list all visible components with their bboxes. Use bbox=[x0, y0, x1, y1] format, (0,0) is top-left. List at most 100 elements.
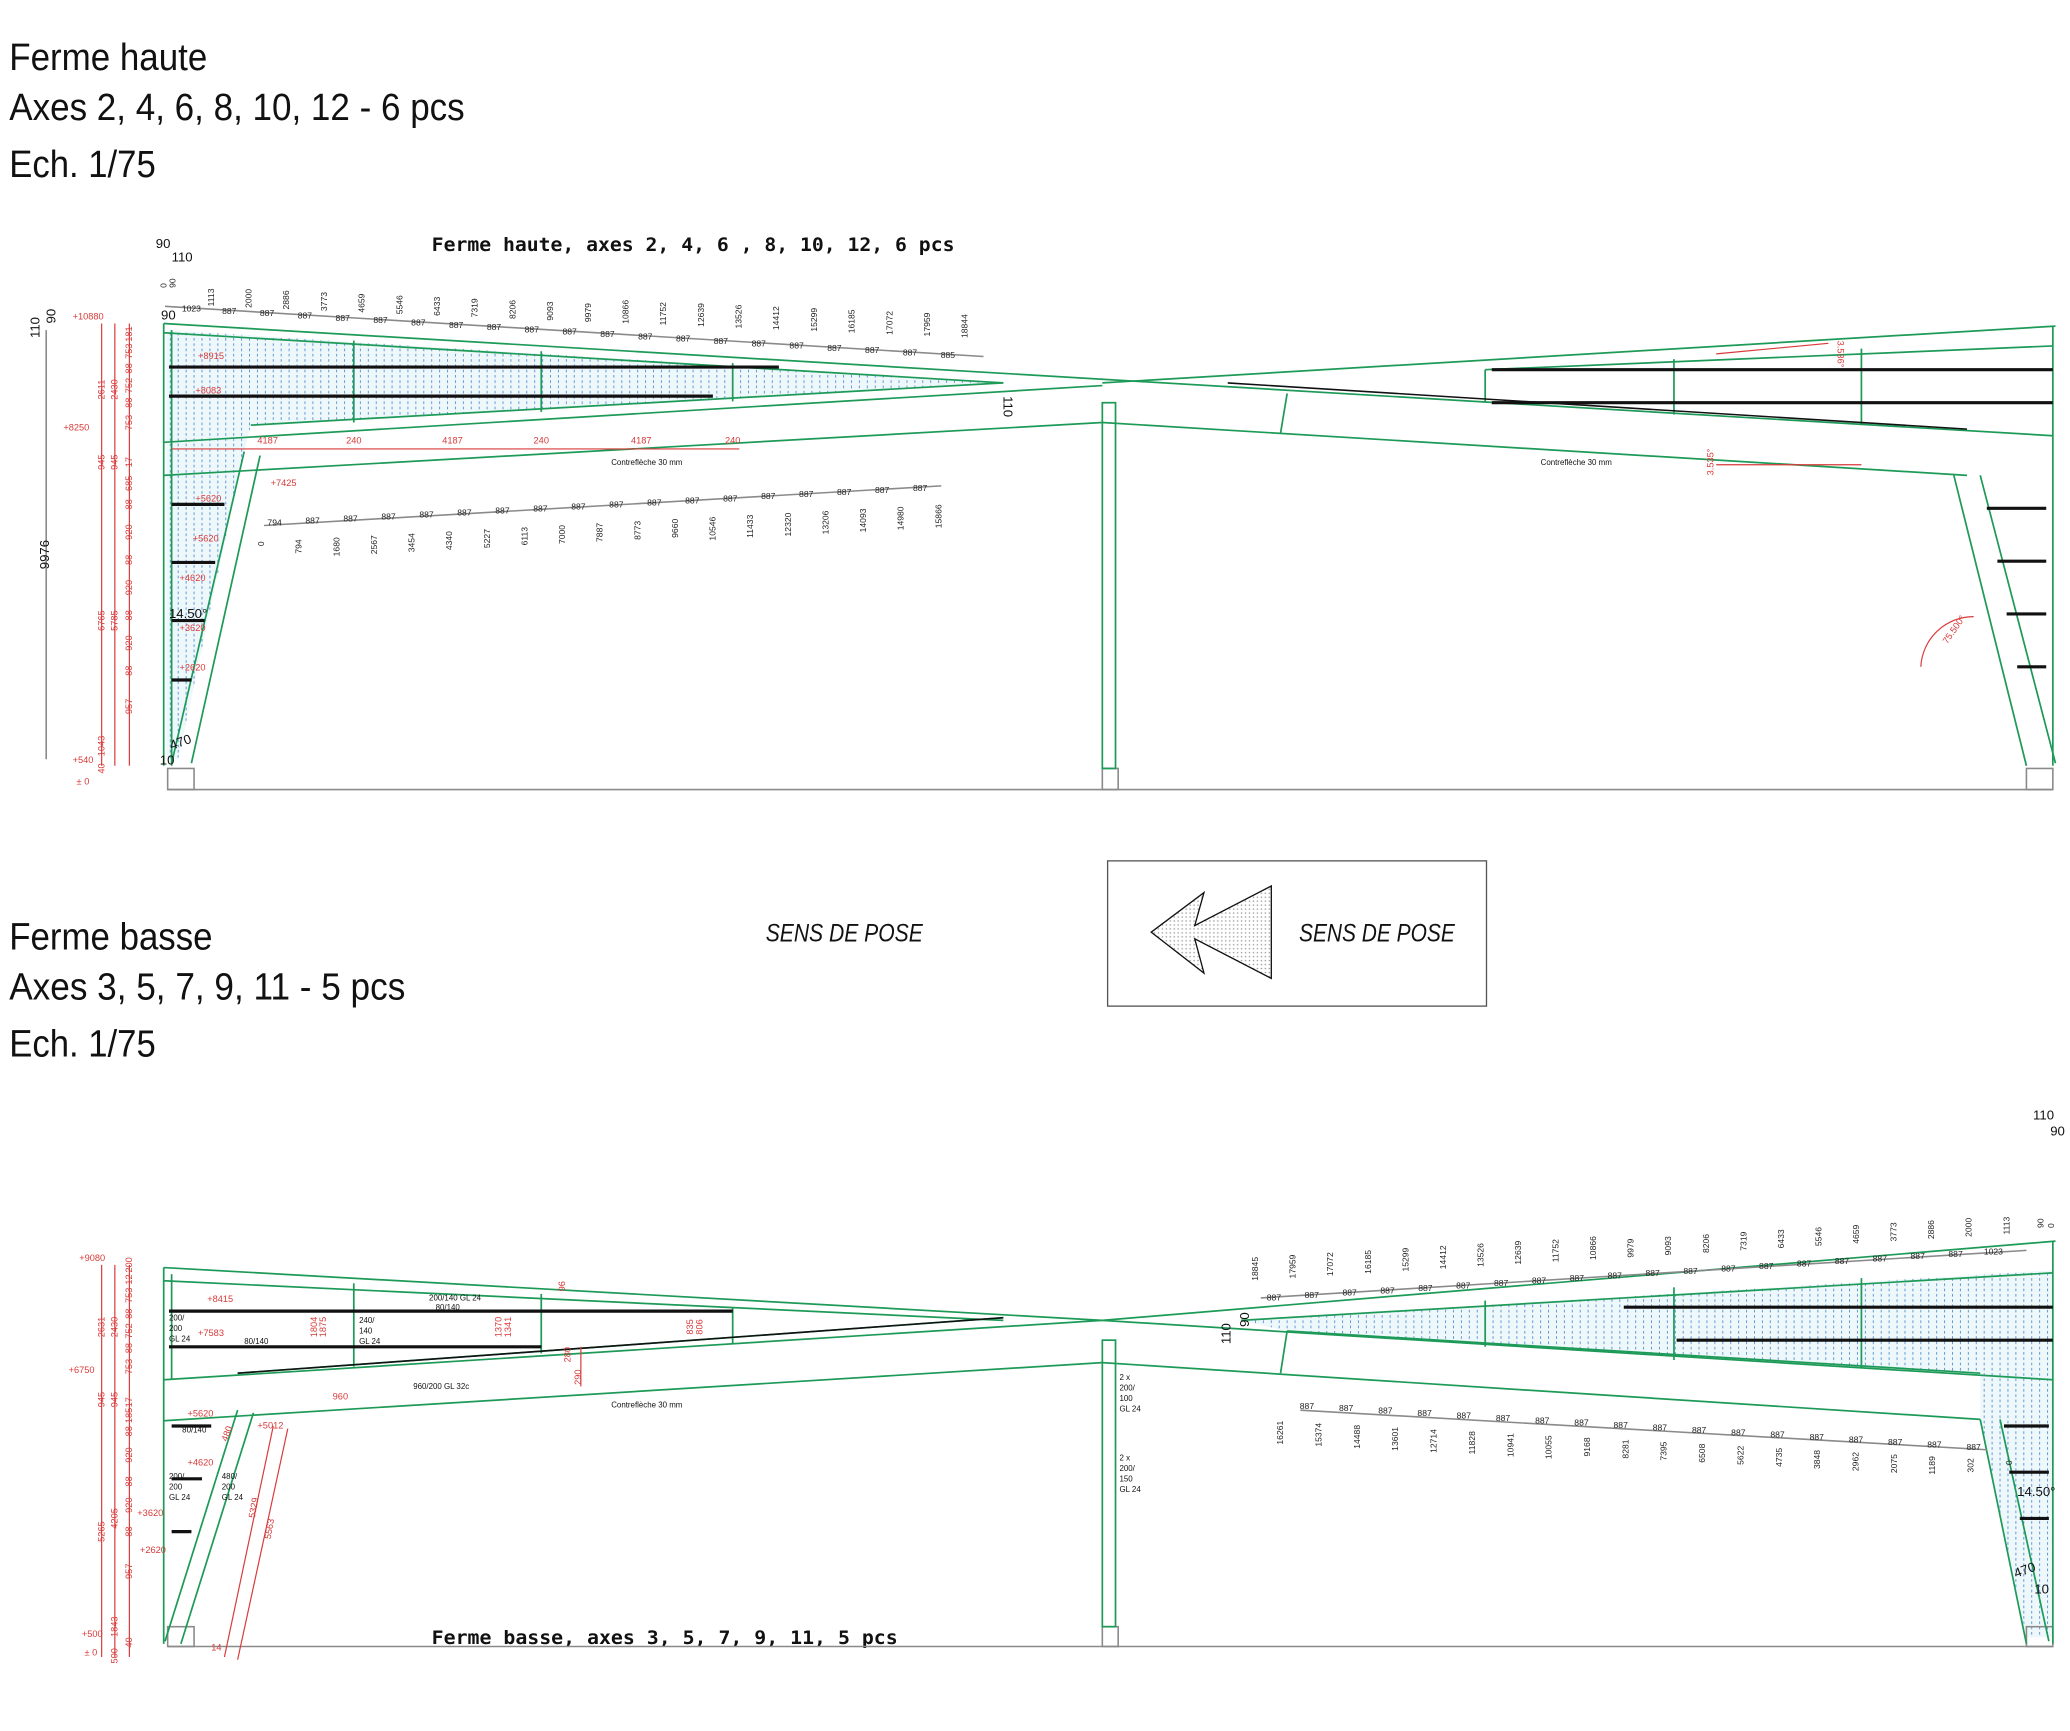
cumulative-dimension: 9979 bbox=[583, 303, 593, 322]
member-dimension: 480 bbox=[220, 1425, 235, 1443]
cumulative-dimension: 9168 bbox=[1582, 1437, 1592, 1456]
cumulative-dimension: 13526 bbox=[1475, 1243, 1485, 1267]
cumulative-dimension: 11828 bbox=[1467, 1431, 1477, 1454]
cumulative-dimension: 10055 bbox=[1544, 1435, 1554, 1459]
segment-dimension: 1023 bbox=[1984, 1246, 2003, 1256]
dimension-label: 10 bbox=[2034, 1582, 2049, 1597]
elevation-marker: +540 bbox=[73, 755, 94, 765]
dimension-label: 17 bbox=[124, 1397, 134, 1407]
cumulative-dimension: 18844 bbox=[960, 314, 970, 338]
segment-dimension: 887 bbox=[837, 487, 852, 497]
cumulative-dimension: 15866 bbox=[933, 504, 943, 528]
elevation-marker: +10880 bbox=[73, 312, 104, 322]
elevation-marker: +9080 bbox=[79, 1253, 105, 1263]
dimension-label: 752 bbox=[124, 1323, 134, 1338]
segment-dimension: 887 bbox=[298, 311, 313, 321]
segment-dimension: 887 bbox=[685, 495, 700, 505]
dimension-label: 88 bbox=[124, 666, 134, 676]
segment-dimension: 887 bbox=[343, 513, 358, 523]
dimension-label: 945 bbox=[96, 454, 106, 469]
segment-dimension: 887 bbox=[457, 507, 472, 517]
dimension-label: 88 bbox=[124, 555, 134, 565]
segment-dimension: 887 bbox=[222, 306, 237, 316]
elevation-marker: +4620 bbox=[180, 573, 206, 583]
cumulative-dimension: 11752 bbox=[658, 302, 668, 325]
cumulative-dimension: 16185 bbox=[847, 309, 857, 333]
steel-purlins bbox=[168, 365, 2053, 682]
dimension-label: 920 bbox=[124, 1498, 134, 1513]
cumulative-dimension: 14488 bbox=[1352, 1425, 1362, 1449]
segment-dimension: 887 bbox=[305, 515, 320, 525]
cumulative-dimension: 15299 bbox=[809, 308, 819, 332]
dimension-label: 753 bbox=[124, 344, 134, 359]
cumulative-dimension: 13206 bbox=[820, 510, 830, 534]
section-label: 80/140 bbox=[436, 1303, 461, 1312]
cumulative-dimension: 12639 bbox=[1513, 1240, 1523, 1264]
elevation-marker: ± 0 bbox=[77, 776, 90, 786]
section-label: 80/140 bbox=[244, 1337, 269, 1346]
bottom-heading: Ferme basse Axes 3, 5, 7, 9, 11 - 5 pcs … bbox=[9, 915, 405, 1065]
cumulative-dimension: 6433 bbox=[1776, 1229, 1786, 1248]
dimension-label: 920 bbox=[124, 635, 134, 650]
dimension-label: 2611 bbox=[96, 380, 106, 400]
segment-dimension: 887 bbox=[1966, 1442, 1981, 1452]
elevation-marker: +2620 bbox=[140, 1545, 166, 1555]
dimension-label: 17 bbox=[124, 457, 134, 467]
section-label: GL 24 bbox=[169, 1493, 191, 1502]
footing bbox=[2025, 767, 2054, 791]
member-dimension: 14 bbox=[211, 1642, 221, 1652]
elevation-marker: +500 bbox=[82, 1629, 103, 1639]
cumulative-dimension: 2000 bbox=[244, 289, 254, 308]
dimension-label: 185 bbox=[124, 1408, 134, 1423]
dimension-label: 14.50° bbox=[2017, 1484, 2055, 1499]
camber-note: Contreflèche 30 mm bbox=[1541, 458, 1613, 467]
dimension-label: 5785 bbox=[109, 610, 119, 631]
section-label: 200/140 GL 24 bbox=[429, 1294, 482, 1303]
cumulative-dimension: 8773 bbox=[632, 521, 642, 540]
segment-dimension: 887 bbox=[1770, 1430, 1785, 1440]
segment-dimension: 887 bbox=[827, 343, 842, 353]
elevation-marker: +2620 bbox=[180, 663, 206, 673]
cumulative-dimension: 6433 bbox=[432, 297, 442, 316]
cumulative-dimension: 4659 bbox=[1851, 1224, 1861, 1243]
cumulative-dimension: 12639 bbox=[696, 303, 706, 327]
segment-dimension: 887 bbox=[487, 322, 502, 332]
cumulative-dimension: 9660 bbox=[670, 519, 680, 538]
truss-hatch bbox=[166, 330, 1004, 760]
dimension-label: 2430 bbox=[109, 379, 119, 400]
cumulative-dimension: 5227 bbox=[482, 529, 492, 548]
dimension-label: 753 bbox=[124, 1288, 134, 1303]
cumulative-dimension: 2886 bbox=[1926, 1220, 1936, 1239]
arrow-left-icon bbox=[1150, 884, 1272, 980]
segment-dimension: 887 bbox=[1835, 1256, 1850, 1266]
section-label: 480/ bbox=[222, 1472, 238, 1481]
section-label: 150 bbox=[1119, 1474, 1133, 1483]
dimension-label: 945 bbox=[109, 1392, 119, 1407]
footing bbox=[166, 767, 195, 791]
segment-dimension: 887 bbox=[1305, 1290, 1320, 1300]
member-dimension: 806 bbox=[694, 1319, 704, 1334]
elevation-marker: +5620 bbox=[195, 494, 221, 504]
dimension-label: 1043 bbox=[96, 736, 106, 757]
section-label: 2 x bbox=[1119, 1373, 1130, 1382]
elevation-marker: +5620 bbox=[187, 1409, 213, 1419]
cumulative-dimension: 14412 bbox=[771, 306, 781, 330]
dimension-label: 110 bbox=[172, 249, 193, 264]
member-dimension: 1341 bbox=[503, 1317, 513, 1338]
angle-label: 75.500° bbox=[1941, 613, 1968, 645]
cumulative-dimension: 8206 bbox=[507, 300, 517, 319]
segment-dimension: 887 bbox=[449, 320, 464, 330]
segment-dimension: 887 bbox=[1927, 1439, 1942, 1449]
section-label: GL 24 bbox=[1119, 1404, 1141, 1413]
segment-dimension: 887 bbox=[647, 497, 662, 507]
elevation-marker: +3620 bbox=[137, 1508, 163, 1518]
angle-label: 3.535° bbox=[1706, 448, 1716, 475]
cumulative-dimension: 15374 bbox=[1314, 1423, 1324, 1447]
cumulative-dimension: 11433 bbox=[745, 514, 755, 537]
steel-purlins bbox=[168, 1305, 2053, 1534]
cumulative-dimension: 11752 bbox=[1551, 1239, 1561, 1262]
dimension-label: 470 bbox=[168, 731, 194, 753]
direction-box-label: SENS DE POSE bbox=[1299, 919, 1455, 947]
segment-dimension: 887 bbox=[533, 503, 548, 513]
